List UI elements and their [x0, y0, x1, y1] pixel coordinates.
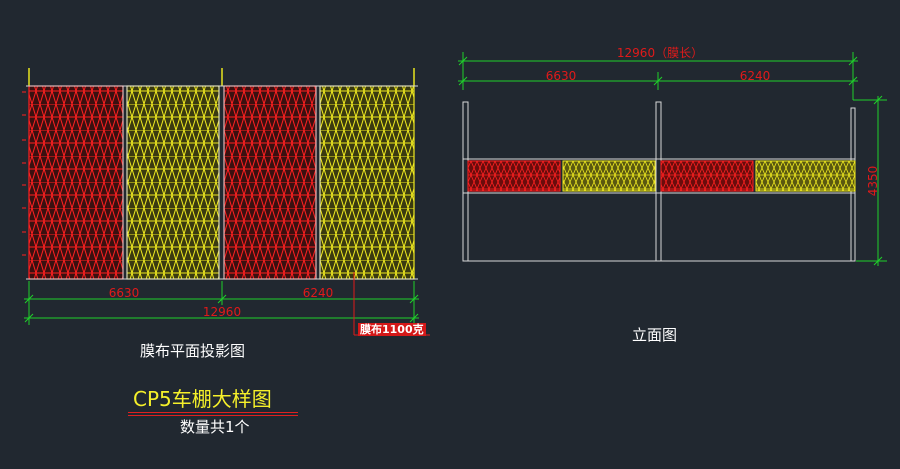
- plan-left-ticks: [22, 91, 26, 256]
- drawing-quantity: 数量共1个: [180, 418, 250, 436]
- elev-dimensions-top: [458, 52, 887, 266]
- elev-dim-left: 6630: [546, 69, 577, 83]
- elev-dim-height: 4350: [866, 166, 880, 197]
- elev-panel-red-1: [467, 160, 561, 192]
- plan-view-caption: 膜布平面投影图: [140, 342, 246, 360]
- plan-dim-left: 6630: [109, 286, 140, 300]
- elev-columns: [462, 101, 856, 262]
- elev-dim-right: 6240: [740, 69, 771, 83]
- elev-panel-red-2: [660, 160, 754, 192]
- drawing-title: CP5车棚大样图: [133, 387, 272, 411]
- plan-panel-red-2: [223, 85, 317, 280]
- plan-beams: [26, 85, 418, 280]
- plan-view: 6630 6240 12960: [22, 68, 430, 336]
- elev-dim-total: 12960（膜长）: [617, 46, 703, 60]
- elev-panel-yellow-2: [755, 160, 856, 192]
- plan-dim-total: 12960: [203, 305, 241, 319]
- plan-panel-red-1: [28, 85, 124, 280]
- plan-dim-right: 6240: [303, 286, 334, 300]
- plan-panel-yellow-1: [126, 85, 220, 280]
- plan-top-posts: [28, 68, 415, 86]
- plan-dimensions: [24, 281, 419, 325]
- membrane-note: 膜布1100克: [358, 323, 426, 336]
- title-underline: [128, 412, 298, 413]
- elev-panel-yellow-1: [562, 160, 656, 192]
- plan-panel-yellow-2: [319, 85, 415, 280]
- title-underline-second: [128, 415, 298, 416]
- elevation-view: 12960（膜长） 6630 6240 4350: [458, 46, 887, 266]
- elevation-view-caption: 立面图: [632, 326, 678, 344]
